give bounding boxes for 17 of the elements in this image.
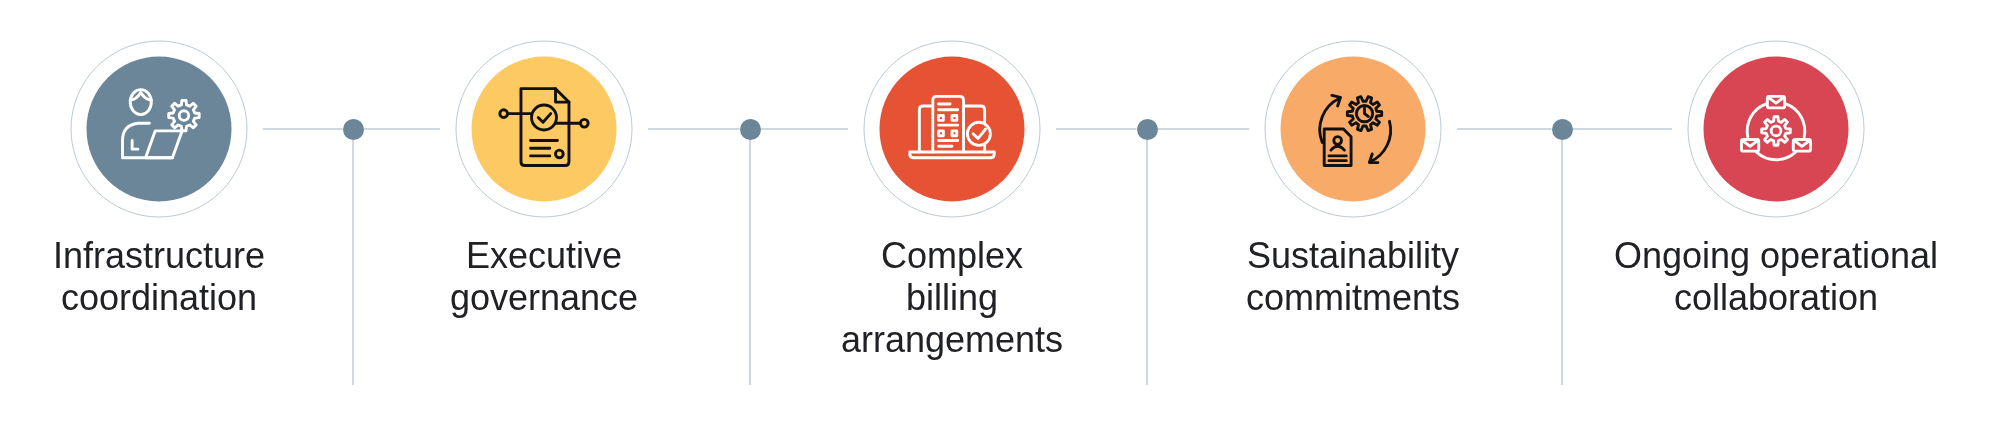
step-label: Infrastructure coordination [51,235,267,319]
step-label: Ongoing operational collaboration [1612,235,1940,319]
connector-line [352,138,354,386]
connector-line [1156,128,1250,130]
connector-line [262,128,344,130]
step-label: Executive governance [448,235,640,319]
connector-line [1561,138,1563,386]
step-label: Sustainability commitments [1245,235,1461,319]
connector-line [1456,128,1553,130]
connector-line [759,128,849,130]
connector-line [362,128,441,130]
connector-line [647,128,741,130]
connector-line [1146,138,1148,386]
connector-line [749,138,751,386]
connector-line [1571,128,1673,130]
connector-line [1055,128,1138,130]
step-label: Complex billing arrangements [839,235,1065,361]
